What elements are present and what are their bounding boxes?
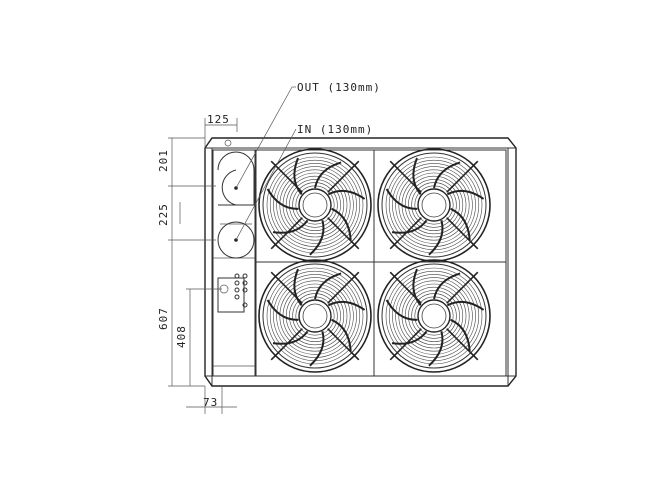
fan-top-right — [377, 148, 491, 262]
dim-label-408: 408 — [175, 325, 188, 348]
out-connection — [217, 151, 255, 206]
dim-label-225: 225 — [157, 203, 170, 226]
electrical-box — [217, 273, 248, 313]
fans — [258, 148, 491, 373]
fan-bottom-left — [258, 259, 372, 373]
dimension-lines — [168, 86, 297, 414]
dim-label-73: 73 — [203, 396, 218, 409]
out-callout-label: OUT (130mm) — [297, 81, 381, 94]
dim-label-201: 201 — [157, 149, 170, 172]
in-callout-label: IN (130mm) — [297, 123, 373, 136]
side-panel — [212, 139, 256, 377]
fan-top-left — [258, 148, 372, 262]
fan-bottom-right — [377, 259, 491, 373]
dim-label-607: 607 — [157, 307, 170, 330]
dim-label-125: 125 — [207, 113, 230, 126]
